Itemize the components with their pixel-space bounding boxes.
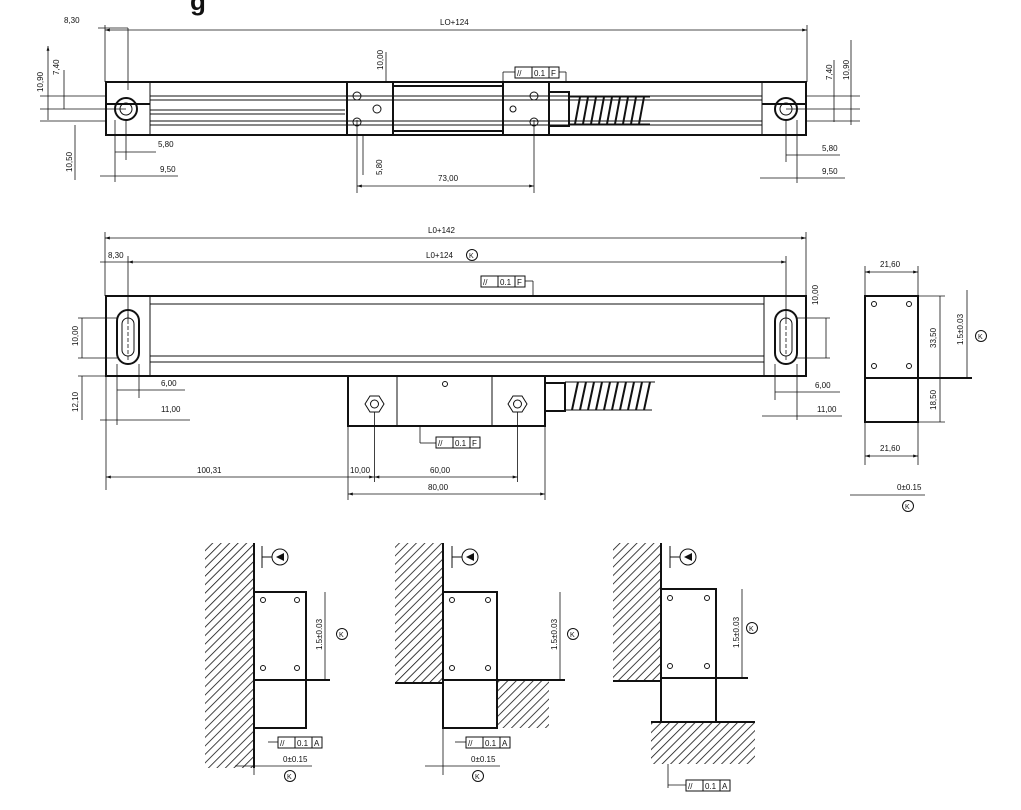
side-height-lower: 18,50 <box>929 389 938 410</box>
svg-text:K: K <box>749 626 754 633</box>
top-tolerance-frame: // 0.1 F <box>502 66 567 82</box>
svg-text://: // <box>438 439 443 448</box>
mount-2-offset: 0±0.15 <box>471 755 496 764</box>
front-right-600: 6,00 <box>815 381 831 390</box>
cable-coil-top <box>569 96 650 125</box>
svg-text:K: K <box>905 504 910 511</box>
page-heading-fragment: g <box>190 0 206 16</box>
front-left-1210: 12,10 <box>71 391 80 412</box>
top-right-580: 5,80 <box>822 144 838 153</box>
svg-text:A: A <box>314 739 320 748</box>
top-left-950: 9,50 <box>160 165 176 174</box>
mount-2-tol-height: 1.5±0.03 <box>550 618 559 650</box>
top-left-bottom-h: 10,50 <box>65 151 74 172</box>
cable-coil-front <box>565 381 655 411</box>
svg-text:K: K <box>339 632 344 639</box>
front-left-600: 6,00 <box>161 379 177 388</box>
svg-text:K: K <box>475 774 480 781</box>
top-overall-label: LO+124 <box>440 18 469 27</box>
front-overall-label: L0+142 <box>428 226 455 235</box>
svg-text://: // <box>483 278 488 287</box>
top-right-h-inner: 7,40 <box>825 64 834 80</box>
front-left-1100: 11,00 <box>161 405 181 414</box>
mount-detail-1: 1.5±0.03 K // 0.1 A 0±0.15 K <box>205 543 348 782</box>
front-right-1100: 11,00 <box>817 405 837 414</box>
front-tolerance-frame-bottom: // 0.1 F <box>419 426 481 449</box>
front-left-offset: 8,30 <box>108 251 124 260</box>
top-mid-7300: 73,00 <box>438 174 459 183</box>
mount-1-tol-height: 1.5±0.03 <box>315 618 324 650</box>
front-left-1000: 10,00 <box>71 325 80 346</box>
svg-text:K: K <box>469 253 474 260</box>
top-left-h-outer: 10,90 <box>36 71 45 92</box>
front-right-1000: 10,00 <box>811 284 820 305</box>
mount-detail-2: 1.5±0.03 K // 0.1 A 0±0.15 K <box>395 543 579 782</box>
front-dim-1000b: 10,00 <box>350 466 371 475</box>
top-view: LO+124 8,30 <box>36 16 860 193</box>
side-tol-height: 1.5±0.03 <box>956 313 965 345</box>
svg-text:0.1: 0.1 <box>705 782 717 791</box>
svg-text:0.1: 0.1 <box>534 69 546 78</box>
side-height-upper: 33,50 <box>929 327 938 348</box>
front-dim-10031: 100,31 <box>197 466 222 475</box>
front-dim-6000: 60,00 <box>430 466 451 475</box>
svg-text:0.1: 0.1 <box>500 278 512 287</box>
front-tolerance-frame-top: // 0.1 F <box>480 275 534 296</box>
svg-text:F: F <box>551 69 556 78</box>
front-view: L0+142 L0+124 K 8,30 <box>71 226 842 500</box>
svg-text:K: K <box>978 334 983 341</box>
top-left-580: 5,80 <box>158 140 174 149</box>
svg-text:K: K <box>287 774 292 781</box>
front-inner-label: L0+124 <box>426 251 453 260</box>
svg-text:A: A <box>722 782 728 791</box>
svg-text:0.1: 0.1 <box>297 739 309 748</box>
side-view: 21,60 33,50 18,50 1.5±0.03 K 21,60 0±0.1… <box>850 260 987 512</box>
svg-text://: // <box>517 69 522 78</box>
top-right-h-outer: 10,90 <box>842 59 851 80</box>
top-right-950: 9,50 <box>822 167 838 176</box>
svg-text://: // <box>688 782 693 791</box>
mount-3-tol-height: 1.5±0.03 <box>732 616 741 648</box>
svg-text://: // <box>280 739 285 748</box>
svg-text:F: F <box>517 278 522 287</box>
top-mid-580: 5,80 <box>375 159 384 175</box>
svg-text:0.1: 0.1 <box>485 739 497 748</box>
side-width-top: 21,60 <box>880 260 901 269</box>
svg-text:A: A <box>502 739 508 748</box>
svg-text:0.1: 0.1 <box>455 439 467 448</box>
mount-detail-3: 1.5±0.03 K // 0.1 A <box>613 543 758 792</box>
svg-text://: // <box>468 739 473 748</box>
top-left-offset: 8,30 <box>64 16 80 25</box>
mount-1-offset: 0±0.15 <box>283 755 308 764</box>
side-width-bottom: 21,60 <box>880 444 901 453</box>
top-left-h-inner: 7,40 <box>52 59 61 75</box>
front-dim-8000: 80,00 <box>428 483 449 492</box>
svg-text:F: F <box>472 439 477 448</box>
top-mid-1000: 10,00 <box>376 49 385 70</box>
side-offset: 0±0.15 <box>897 483 922 492</box>
svg-text:K: K <box>570 632 575 639</box>
